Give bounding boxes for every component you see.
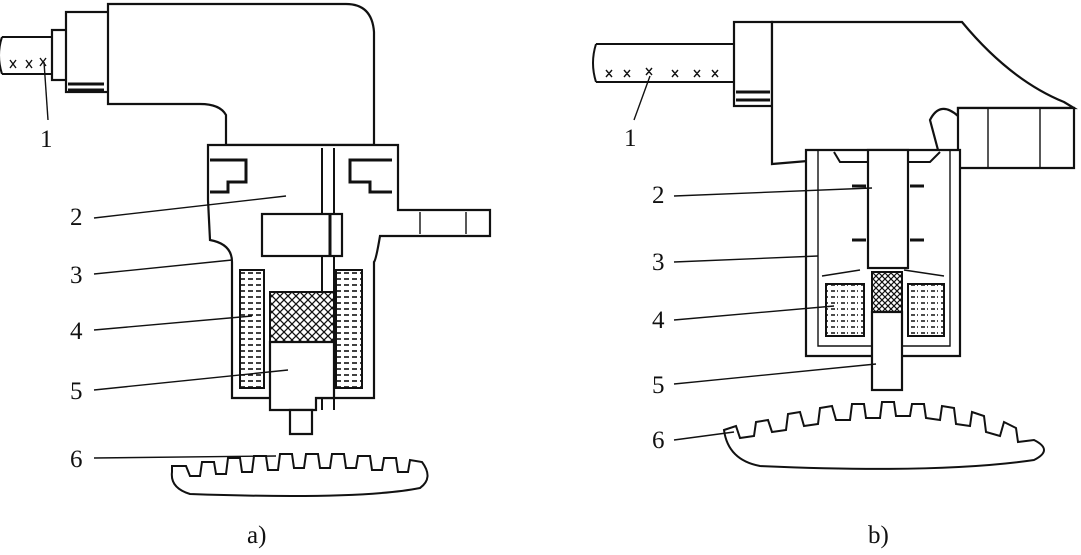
label-4-b: 4: [652, 307, 665, 334]
label-6-b: 6: [652, 427, 665, 454]
label-3-b: 3: [652, 249, 665, 276]
housing-a: [106, 2, 492, 436]
cable-b: [592, 20, 774, 108]
caption-a: a): [247, 522, 266, 549]
tone-wheel-b: [722, 401, 1045, 470]
leader-lines-b: [633, 75, 877, 441]
figure-a: 1 2 3 4 5 6 a): [0, 2, 492, 549]
housing-b: [770, 20, 1078, 392]
label-3-a: 3: [70, 262, 83, 289]
label-2-a: 2: [70, 204, 83, 231]
label-1-a: 1: [40, 126, 53, 153]
leader-lines-a: [43, 61, 289, 459]
figure-b: 1 2 3 4 5 6 b): [592, 20, 1078, 549]
label-5-a: 5: [70, 378, 83, 405]
label-2-b: 2: [652, 182, 665, 209]
caption-b: b): [868, 522, 889, 549]
tone-wheel-a: [170, 453, 429, 497]
cable-a: [0, 10, 112, 94]
label-4-a: 4: [70, 318, 83, 345]
label-1-b: 1: [624, 125, 637, 152]
label-5-b: 5: [652, 372, 665, 399]
label-6-a: 6: [70, 446, 83, 473]
